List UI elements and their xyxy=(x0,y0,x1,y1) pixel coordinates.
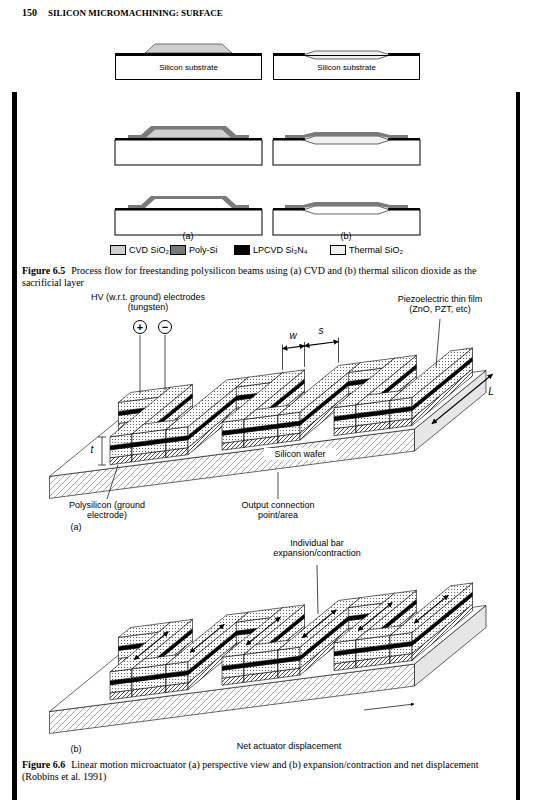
page-number: 150 xyxy=(22,7,37,19)
dimension-line xyxy=(432,374,493,424)
nitride-layer xyxy=(115,208,262,210)
legend-item: LPCVD Si₃N₄ xyxy=(234,245,307,255)
expansion-arrow xyxy=(358,603,392,631)
nitride-layer xyxy=(115,138,262,140)
actuator-perspective xyxy=(50,338,493,499)
part-label: Output connection point/area xyxy=(222,500,334,521)
legend-text: LPCVD Si₃N₄ xyxy=(253,245,307,255)
process-step xyxy=(115,44,420,59)
legend-item: CVD SiO₂ xyxy=(110,245,169,255)
legend-text: CVD SiO₂ xyxy=(129,245,169,255)
legend-item: Poly-Si xyxy=(170,245,218,255)
dimension-line xyxy=(305,342,339,346)
cvd-oxide xyxy=(145,129,232,138)
sub-label: (a) xyxy=(176,231,200,241)
figure-caption: Figure 6.6Linear motion microactuator (a… xyxy=(22,759,510,783)
process-step xyxy=(115,196,420,235)
dimension-label: s xyxy=(314,325,328,337)
nitride-layer xyxy=(273,208,305,210)
actuator-displacement xyxy=(50,583,487,734)
figure-caption: Figure 6.5Process flow for freestanding … xyxy=(22,265,510,289)
legend-swatch xyxy=(110,245,126,255)
node-text: Silicon substrate xyxy=(317,64,376,72)
node-text: − xyxy=(162,322,168,333)
node-text: Silicon substrate xyxy=(159,64,218,72)
dimension-label: w xyxy=(286,330,300,342)
running-head: SILICON MICROMACHINING: SURFACE xyxy=(48,8,223,18)
terminal-circle: + xyxy=(133,320,147,334)
legend-swatch xyxy=(330,245,346,255)
legend-item: Thermal SiO₂ xyxy=(330,245,403,255)
legend-text: Thermal SiO₂ xyxy=(349,245,403,255)
leader-lines xyxy=(98,319,440,710)
cavity xyxy=(303,206,390,214)
nitride-layer xyxy=(273,138,305,140)
dimension-label: L xyxy=(484,386,498,398)
terminal-circle: − xyxy=(158,320,172,334)
caption-text: Process flow for freestanding polysilico… xyxy=(22,265,476,288)
expansion-arrow xyxy=(302,610,336,638)
legend-swatch xyxy=(170,245,186,255)
caption-text: Linear motion microactuator (a) perspect… xyxy=(22,759,479,782)
substrate xyxy=(115,140,262,165)
part-label: Silicon wafer xyxy=(264,448,336,460)
expansion-arrow xyxy=(134,632,168,660)
nitride-layer xyxy=(388,208,420,210)
expansion-arrow xyxy=(246,617,280,645)
poly-layer xyxy=(285,132,408,138)
expansion-arrow xyxy=(414,595,448,623)
poly-bridge xyxy=(128,196,249,208)
substrate-box: Silicon substrate xyxy=(115,55,262,80)
poly-layer xyxy=(128,126,249,138)
legend-text: Poly-Si xyxy=(189,245,218,255)
part-label: Net actuator displacement xyxy=(214,741,364,751)
sub-label: (b) xyxy=(334,231,358,241)
face xyxy=(390,583,473,635)
part-label: Piezoelectric thin film (ZnO, PZT, etc) xyxy=(392,294,488,315)
nitride-layer xyxy=(388,138,420,140)
part-label: Individual bar expansion/contraction xyxy=(262,538,372,559)
process-step xyxy=(115,126,420,165)
face xyxy=(390,348,473,400)
substrate-box: Silicon substrate xyxy=(273,55,420,80)
poly-bridge xyxy=(285,202,408,208)
margin-bar xyxy=(516,92,520,800)
part-label: Polysilicon (ground electrode) xyxy=(52,500,162,521)
figure-number: Figure 6.6 xyxy=(22,759,65,770)
thermal-oxide xyxy=(303,136,390,144)
legend-swatch xyxy=(234,245,250,255)
sub-label: (b) xyxy=(64,744,88,754)
dimension-label: t xyxy=(86,444,98,456)
expansion-arrow xyxy=(190,624,224,652)
figure-number: Figure 6.5 xyxy=(22,265,65,276)
node-text: + xyxy=(137,322,143,333)
cvd-oxide xyxy=(145,44,232,53)
margin-bar xyxy=(12,92,17,800)
dimension-line xyxy=(283,346,305,349)
part-label: HV (w.r.t. ground) electrodes (tungsten) xyxy=(88,292,208,313)
sub-label: (a) xyxy=(64,522,88,532)
